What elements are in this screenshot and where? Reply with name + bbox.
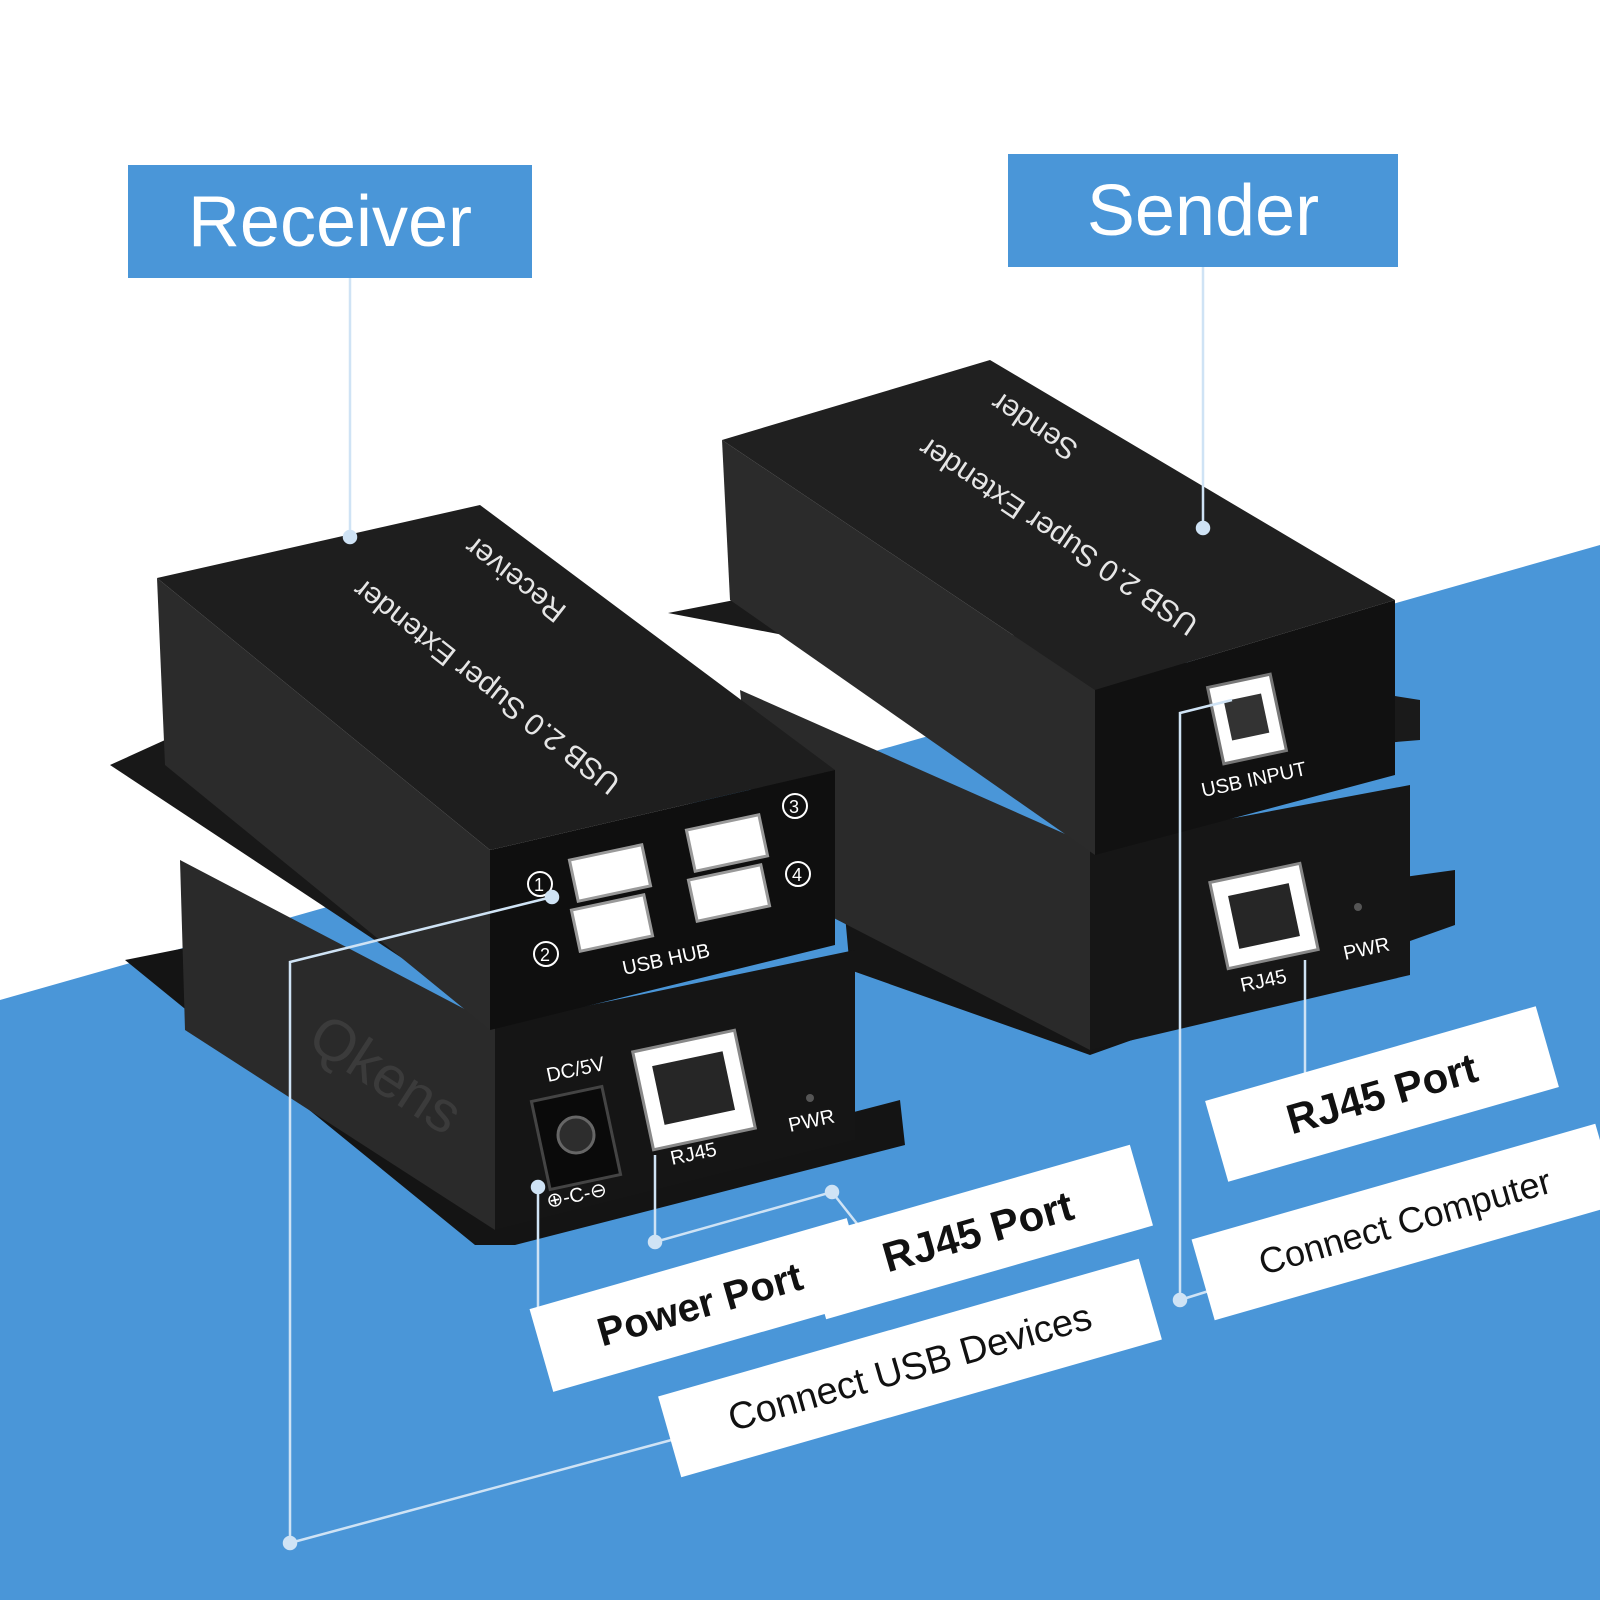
- power-port-dot: [530, 1179, 546, 1195]
- sender-rj45-port-inner: [1228, 883, 1300, 949]
- receiver-title-dot: [342, 529, 358, 545]
- usb-hub-port-2: [569, 892, 655, 954]
- port-number-4-badge: [785, 861, 811, 887]
- port-number-2: 2: [540, 945, 550, 965]
- sender-upper-side: [722, 440, 1095, 855]
- sender-top: [722, 360, 1395, 690]
- dc-power-jack-pin: [556, 1115, 596, 1155]
- receiver-top: [157, 505, 835, 850]
- receiver-pwr-led: [806, 1094, 814, 1102]
- receiver-rj45-dot: [647, 1234, 663, 1250]
- usb-hub-port-1: [567, 842, 653, 904]
- receiver-rj45-leader: [653, 1155, 859, 1244]
- receiver-rj45-knee-dot: [824, 1184, 840, 1200]
- usb-hub-port-4: [686, 862, 772, 924]
- sender-unit: USB 2.0 Super Extender Sender USB INPUT …: [668, 360, 1455, 1055]
- port-number-3: 3: [789, 797, 799, 817]
- port-number-1-badge: [527, 871, 553, 897]
- port-number-1: 1: [534, 875, 544, 895]
- sender-pwr-led: [1354, 903, 1362, 911]
- usb-b-port-inner: [1223, 693, 1270, 741]
- sender-title-dot: [1195, 520, 1211, 536]
- usb-devices-end-dot: [282, 1535, 298, 1551]
- sender-title: Sender: [1008, 154, 1398, 267]
- port-number-3-badge: [782, 793, 808, 819]
- connect-computer-end-dot: [1172, 1292, 1188, 1308]
- usb-devices-leader: [288, 895, 691, 1545]
- usb-devices-dot: [544, 889, 560, 905]
- receiver-lower-side: [180, 860, 495, 1230]
- receiver-unit: Qkens USB 2.0 Super Extender Receiver 1 …: [110, 505, 905, 1245]
- receiver-title: Receiver: [128, 165, 532, 278]
- port-number-4: 4: [792, 865, 802, 885]
- receiver-rj45-port-inner: [652, 1051, 736, 1125]
- usb-hub-port-3: [684, 812, 770, 874]
- receiver-upper-side: [157, 578, 490, 1030]
- port-number-2-badge: [533, 941, 559, 967]
